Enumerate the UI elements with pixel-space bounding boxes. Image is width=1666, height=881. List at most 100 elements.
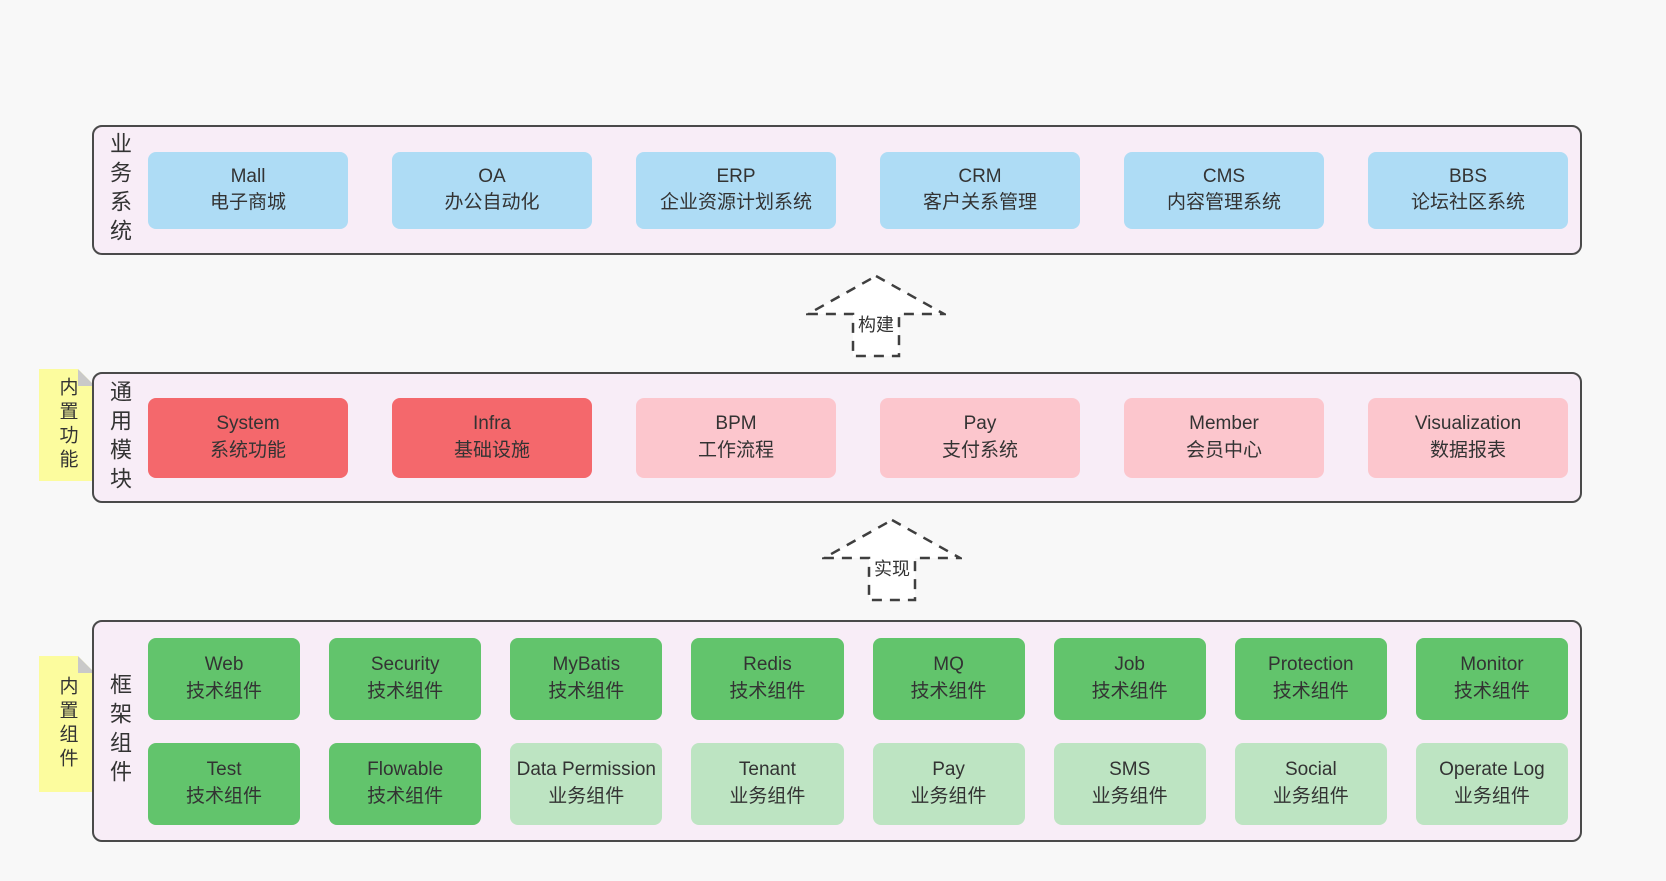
box-crm: CRM 客户关系管理 — [880, 151, 1080, 229]
box-visualization: Visualization 数据报表 — [1368, 397, 1568, 478]
box-title: Data Permission — [516, 759, 656, 781]
box-monitor: Monitor 技术组件 — [1415, 637, 1568, 720]
box-title: SMS — [1109, 759, 1151, 781]
box-oa: OA 办公自动化 — [392, 151, 592, 229]
box-system: System 系统功能 — [148, 397, 348, 478]
box-subtitle: 内容管理系统 — [1166, 192, 1281, 213]
arrow-label: 构建 — [856, 309, 896, 338]
box-mq: MQ 技术组件 — [872, 637, 1025, 720]
box-title: MQ — [933, 654, 964, 676]
modules-boxes-row: System 系统功能 Infra 基础设施 BPM 工作流程 Pay 支付系统… — [148, 397, 1568, 478]
box-title: ERP — [716, 165, 756, 187]
box-pay-module: Pay 支付系统 — [880, 397, 1080, 478]
box-redis: Redis 技术组件 — [691, 637, 844, 720]
box-subtitle: 论坛社区系统 — [1410, 192, 1525, 213]
implement-arrow: 实现 — [822, 518, 962, 602]
sticky-note-text: 内置功能 — [56, 377, 78, 473]
box-subtitle: 技术组件 — [910, 680, 987, 702]
box-subtitle: 办公自动化 — [444, 192, 540, 213]
box-title: CRM — [958, 165, 1002, 187]
box-subtitle: 工作流程 — [697, 439, 774, 461]
box-title: CMS — [1202, 165, 1246, 187]
box-subtitle: 业务组件 — [548, 785, 625, 807]
box-operate-log: Operate Log 业务组件 — [1415, 742, 1568, 825]
box-subtitle: 支付系统 — [941, 439, 1018, 461]
layer-label-business: 业务系统 — [107, 132, 132, 248]
layer-label-modules: 通用模块 — [107, 379, 132, 496]
box-infra: Infra 基础设施 — [392, 397, 592, 478]
box-member: Member 会员中心 — [1124, 397, 1324, 478]
box-subtitle: 基础设施 — [453, 439, 530, 461]
box-title: Visualization — [1414, 413, 1522, 435]
box-subtitle: 会员中心 — [1185, 439, 1262, 461]
box-data-permission: Data Permission 业务组件 — [510, 742, 663, 825]
box-flowable: Flowable 技术组件 — [329, 742, 482, 825]
box-pay-component: Pay 业务组件 — [872, 742, 1025, 825]
box-title: System — [216, 413, 280, 435]
box-subtitle: 数据报表 — [1429, 439, 1506, 461]
box-web: Web 技术组件 — [148, 637, 301, 720]
sticky-note-builtin-components: 内置组件 — [39, 656, 95, 792]
sticky-note-text: 内置组件 — [56, 676, 78, 772]
box-subtitle: 技术组件 — [1091, 680, 1168, 702]
box-title: Mall — [230, 165, 266, 187]
arrow-label: 实现 — [872, 554, 912, 583]
layer-common-modules: 通用模块 System 系统功能 Infra 基础设施 BPM 工作流程 Pay… — [92, 372, 1582, 503]
box-subtitle: 技术组件 — [367, 680, 444, 702]
box-subtitle: 技术组件 — [367, 785, 444, 807]
box-cms: CMS 内容管理系统 — [1124, 151, 1324, 229]
box-title: Protection — [1268, 654, 1354, 676]
framework-boxes-row-2: Test 技术组件 Flowable 技术组件 Data Permission … — [148, 742, 1568, 825]
box-subtitle: 电子商城 — [209, 192, 286, 213]
framework-rows: Web 技术组件 Security 技术组件 MyBatis 技术组件 Redi… — [130, 637, 1580, 825]
box-mybatis: MyBatis 技术组件 — [510, 637, 663, 720]
box-subtitle: 技术组件 — [186, 680, 263, 702]
box-social: Social 业务组件 — [1234, 742, 1387, 825]
box-subtitle: 技术组件 — [186, 785, 263, 807]
box-subtitle: 企业资源计划系统 — [659, 192, 812, 213]
box-subtitle: 技术组件 — [1453, 680, 1530, 702]
box-test: Test 技术组件 — [148, 742, 301, 825]
business-boxes-row: Mall 电子商城 OA 办公自动化 ERP 企业资源计划系统 CRM 客户关系… — [148, 151, 1568, 229]
box-protection: Protection 技术组件 — [1234, 637, 1387, 720]
box-title: MyBatis — [552, 654, 621, 676]
box-title: Pay — [963, 413, 997, 435]
box-subtitle: 技术组件 — [1272, 680, 1349, 702]
box-title: Pay — [932, 759, 965, 781]
box-sms: SMS 业务组件 — [1053, 742, 1206, 825]
box-title: Security — [370, 654, 440, 676]
layer-framework-components: 框架组件 Web 技术组件 Security 技术组件 MyBatis 技术组件… — [92, 620, 1582, 842]
box-title: Member — [1189, 413, 1259, 435]
box-subtitle: 业务组件 — [1453, 785, 1530, 807]
box-title: OA — [478, 165, 506, 187]
box-subtitle: 技术组件 — [548, 680, 625, 702]
box-title: Social — [1284, 759, 1337, 781]
box-title: Flowable — [367, 759, 444, 781]
box-security: Security 技术组件 — [329, 637, 482, 720]
box-subtitle: 业务组件 — [1091, 785, 1168, 807]
box-title: Monitor — [1460, 654, 1524, 676]
box-erp: ERP 企业资源计划系统 — [636, 151, 836, 229]
box-title: Redis — [743, 654, 792, 676]
box-title: Web — [204, 654, 244, 676]
box-title: Test — [206, 759, 242, 781]
box-subtitle: 技术组件 — [729, 680, 806, 702]
box-title: Tenant — [738, 759, 796, 781]
layer-label-framework: 框架组件 — [107, 673, 132, 789]
box-subtitle: 业务组件 — [1272, 785, 1349, 807]
box-job: Job 技术组件 — [1053, 637, 1206, 720]
framework-boxes-row-1: Web 技术组件 Security 技术组件 MyBatis 技术组件 Redi… — [148, 637, 1568, 720]
box-bpm: BPM 工作流程 — [636, 397, 836, 478]
build-arrow: 构建 — [806, 274, 946, 358]
box-title: Infra — [472, 413, 512, 435]
box-title: Operate Log — [1439, 759, 1545, 781]
box-title: BBS — [1448, 165, 1488, 187]
box-title: BPM — [715, 413, 757, 435]
box-mall: Mall 电子商城 — [148, 151, 348, 229]
box-bbs: BBS 论坛社区系统 — [1368, 151, 1568, 229]
layer-business-systems: 业务系统 Mall 电子商城 OA 办公自动化 ERP 企业资源计划系统 CRM… — [92, 125, 1582, 255]
box-subtitle: 业务组件 — [729, 785, 806, 807]
sticky-note-builtin-features: 内置功能 — [39, 369, 95, 481]
box-tenant: Tenant 业务组件 — [691, 742, 844, 825]
